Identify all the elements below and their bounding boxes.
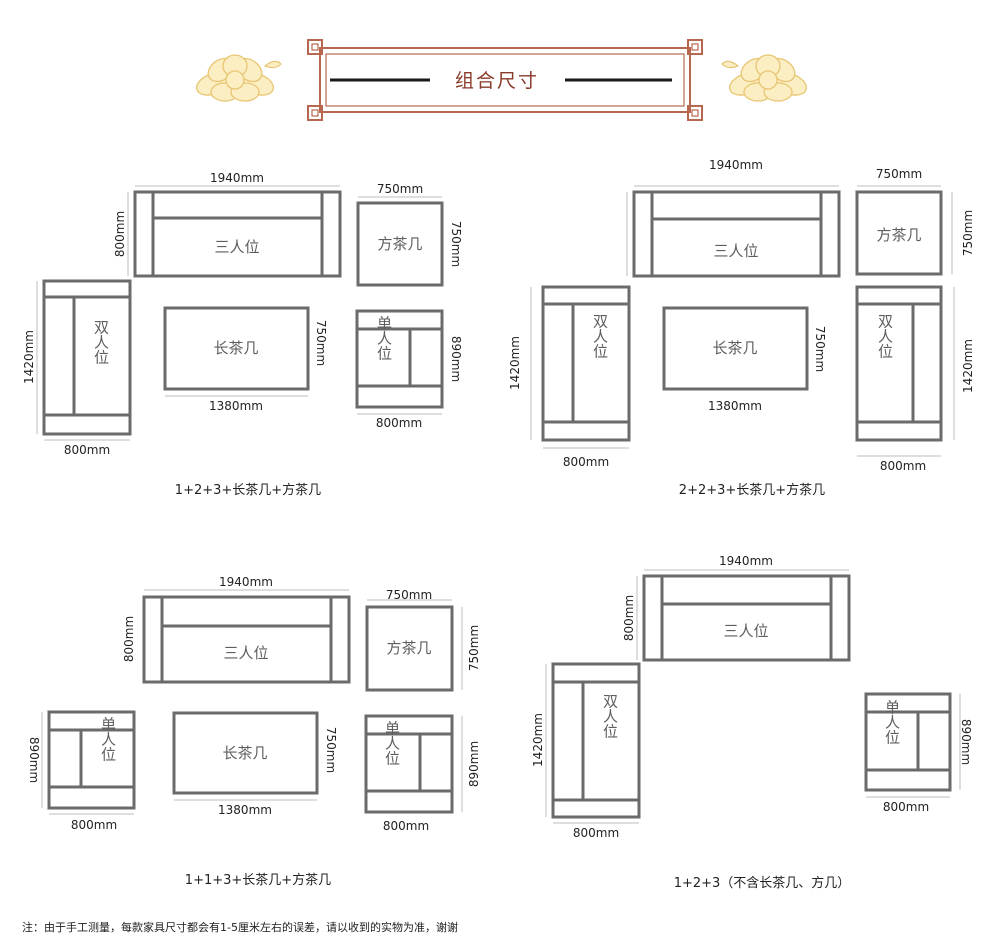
table-label: 长茶几 (712, 339, 757, 357)
square-coffee-table: 方茶几 (365, 605, 454, 692)
dim-width: 1940mm (210, 171, 264, 185)
dim-width: 1380mm (708, 399, 762, 413)
page-title: 组合尺寸 (455, 70, 539, 92)
dim-height: 800mm (113, 211, 127, 257)
sofa-single-seat: 单人位 (364, 714, 454, 814)
sofa-label: 双人位 (876, 314, 894, 359)
dim-width: 800mm (383, 819, 429, 833)
dim-height: 1420mm (22, 330, 36, 384)
long-coffee-table: 长茶几 (163, 306, 310, 391)
sofa-label: 单人位 (375, 316, 393, 361)
sofa-label: 双人位 (601, 694, 619, 739)
dim-width: 1380mm (209, 399, 263, 413)
sofa-single-seat: 单人位 (864, 692, 952, 792)
dim-height: 890mm (27, 737, 41, 783)
sofa-three-seat: 三人位 (632, 190, 841, 278)
long-coffee-table: 长茶几 (662, 306, 809, 391)
dim-height: 750mm (449, 221, 463, 267)
table-label: 方茶几 (377, 235, 422, 253)
group-caption: 1+2+3（不含长茶几、方几） (674, 875, 851, 891)
dim-width: 1380mm (218, 803, 272, 817)
sofa-label: 三人位 (713, 242, 758, 260)
sofa-label: 双人位 (591, 314, 609, 359)
sofa-label: 单人位 (383, 721, 401, 766)
group-1: 三人位 1940mm 800mm 方茶几 750mm 750mm 双人位 142… (22, 171, 463, 498)
dim-width: 800mm (880, 459, 926, 473)
dim-width: 800mm (563, 455, 609, 469)
sofa-label: 单人位 (883, 700, 901, 745)
dim-height: 890mm (467, 741, 481, 787)
long-coffee-table: 长茶几 (172, 711, 319, 795)
table-label: 方茶几 (386, 639, 431, 657)
dim-width: 800mm (573, 826, 619, 840)
sofa-single-seat: 单人位 (355, 309, 444, 409)
dim-height: 750mm (324, 727, 338, 773)
dim-height: 800mm (622, 595, 636, 641)
table-label: 长茶几 (213, 339, 258, 357)
dim-height: 750mm (314, 320, 328, 366)
sofa-label: 双人位 (92, 320, 110, 365)
sofa-label: 单人位 (99, 717, 117, 762)
dim-height: 1420mm (531, 713, 545, 767)
group-4: 三人位 1940mm 800mm 双人位 1420mm 800mm 单人位 89… (531, 554, 973, 891)
dim-height: 1420mm (961, 339, 975, 393)
sofa-label: 三人位 (723, 622, 768, 640)
group-3: 三人位 1940mm 800mm 方茶几 750mm 750mm 单人位 890… (27, 575, 481, 888)
group-caption: 2+2+3+长茶几+方茶几 (679, 482, 825, 498)
table-label: 方茶几 (876, 226, 921, 244)
dim-width: 750mm (377, 182, 423, 196)
dim-width: 1940mm (719, 554, 773, 568)
group-caption: 1+1+3+长茶几+方茶几 (185, 872, 331, 888)
dim-height: 750mm (467, 625, 481, 671)
dim-width: 800mm (71, 818, 117, 832)
sofa-three-seat: 三人位 (142, 595, 351, 684)
peony-flower-icon-left (196, 54, 282, 102)
sofa-single-seat: 单人位 (47, 710, 136, 810)
square-coffee-table: 方茶几 (855, 190, 943, 276)
group-caption: 1+2+3+长茶几+方茶几 (175, 482, 321, 498)
sofa-two-seat: 双人位 (42, 279, 132, 436)
dim-height: 750mm (813, 326, 827, 372)
sofa-three-seat: 三人位 (642, 574, 851, 662)
peony-flower-icon-right (721, 54, 807, 102)
dim-width: 750mm (876, 167, 922, 181)
dim-width: 1940mm (709, 158, 763, 172)
footer-note: 注：由于手工测量，每款家具尺寸都会有1-5厘米左右的误差，请以收到的实物为准，谢… (22, 920, 458, 934)
group-2: 三人位 1940mm 方茶几 750mm 750mm 双人位 1420mm 80… (508, 158, 975, 498)
sofa-label: 三人位 (223, 644, 268, 662)
header-banner: 组合尺寸 (196, 39, 807, 121)
sofa-two-seat: 双人位 (855, 285, 943, 442)
dim-width: 1940mm (219, 575, 273, 589)
dim-height: 890mm (959, 719, 973, 765)
sofa-three-seat: 三人位 (133, 190, 342, 278)
table-label: 长茶几 (222, 744, 267, 762)
square-coffee-table: 方茶几 (356, 201, 444, 287)
sofa-label: 三人位 (214, 238, 259, 256)
dim-height: 1420mm (508, 336, 522, 390)
dim-width: 800mm (376, 416, 422, 430)
sofa-two-seat: 双人位 (541, 285, 631, 442)
dim-height: 890mm (449, 336, 463, 382)
dim-width: 750mm (386, 588, 432, 602)
dim-width: 800mm (64, 443, 110, 457)
dim-height: 800mm (122, 616, 136, 662)
dim-width: 800mm (883, 800, 929, 814)
dim-height: 750mm (961, 210, 975, 256)
sofa-two-seat: 双人位 (551, 662, 641, 819)
title-frame (307, 39, 703, 121)
